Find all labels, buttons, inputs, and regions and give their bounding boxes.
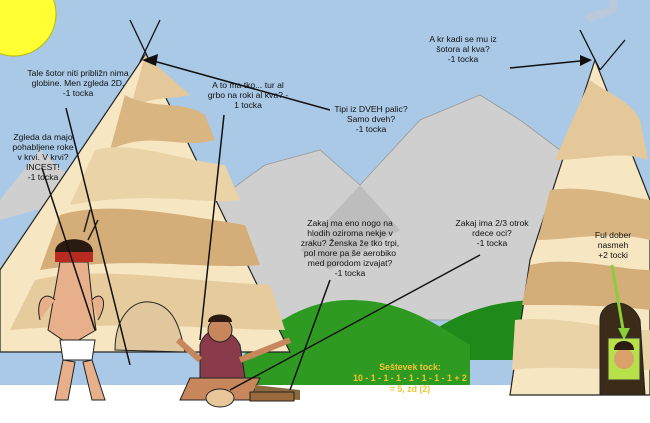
note-leg-air: Zakaj ma eno nogo na hlodih oziroma nekj… (284, 218, 416, 278)
note-tent-depth: Tale šotor niti približn nima globine. M… (8, 68, 148, 98)
note-line: A to ma tko... tur al (212, 80, 284, 90)
note-line: pohabljene roke (12, 142, 74, 152)
note-blood-incest: Zgleda da majo pohabljene roke v krvi. V… (0, 132, 86, 182)
note-back-hurt: A to ma tko... tur al grbo na roki al kv… (188, 80, 308, 110)
note-line: med porodom izvajat? (307, 258, 393, 268)
green-arrow-head (618, 328, 630, 340)
green-arrow (610, 264, 626, 336)
logs (249, 391, 295, 402)
note-line: +2 tocki (598, 250, 628, 260)
face-in-door (607, 337, 641, 381)
note-line: nasmeh (597, 240, 629, 250)
note-line: -1 tocka (27, 172, 59, 182)
score-formula: 10 - 1 - 1 - 1 - 1 - 1 - 1 - 1 + 2 (353, 373, 467, 383)
note-line: Samo dveh? (346, 114, 396, 124)
note-line: -1 tocka (334, 268, 366, 278)
note-line: pol more pa še aerobiko (303, 248, 397, 258)
mountain-shade (300, 185, 400, 270)
note-line: Zakaj ima 2/3 otrok (455, 218, 529, 228)
note-red-eyes: Zakaj ima 2/3 otrok rdece oci? -1 tocka (442, 218, 542, 248)
mountain-range (149, 94, 650, 321)
note-smoke: A kr kadi se mu iz šotora al kva? -1 toc… (408, 34, 518, 64)
sun (0, 0, 57, 57)
note-funny-face: Ful dober nasmeh +2 tocki (578, 230, 648, 260)
note-line: 1 tocka (234, 100, 262, 110)
standing-figure (38, 209, 106, 401)
note-line: INCEST! (26, 162, 60, 172)
note-two-poles: Tipi iz DVEH palic? Samo dveh? -1 tocka (316, 104, 426, 134)
note-line: -1 tocka (476, 238, 508, 248)
score-result: = 5, zd (2) (389, 384, 431, 394)
note-line: Ful dober (594, 230, 632, 240)
note-line: rdece oci? (472, 228, 512, 238)
note-line: A kr kadi se mu iz (429, 34, 497, 44)
note-line: v krvi. V krvi? (17, 152, 69, 162)
note-line: Zakaj ma eno nogo na (307, 218, 393, 228)
note-line: -1 tocka (447, 54, 479, 64)
note-line: hlodih oziroma nekje v (307, 228, 393, 238)
note-line: šotora al kva? (436, 44, 490, 54)
note-line: Tipi iz DVEH palic? (334, 104, 408, 114)
note-line: Tale šotor niti približn nima (27, 68, 129, 78)
note-line: zraku? Ženska že tko trpi, (300, 238, 400, 248)
score-box: Seštevek tock: 10 - 1 - 1 - 1 - 1 - 1 - … (340, 362, 480, 395)
mountain-left (0, 150, 90, 220)
ground (0, 385, 650, 423)
baby (205, 388, 235, 408)
note-line: -1 tocka (62, 88, 94, 98)
annotation-arrows (41, 59, 591, 391)
note-line: -1 tocka (355, 124, 387, 134)
arrow-heads (142, 54, 592, 66)
note-line: globine. Men zgleda 2D. (31, 78, 125, 88)
note-line: grbo na roki al kva? - (207, 90, 289, 100)
note-line: Zgleda da majo (13, 132, 73, 142)
score-title: Seštevek tock: (379, 362, 441, 372)
